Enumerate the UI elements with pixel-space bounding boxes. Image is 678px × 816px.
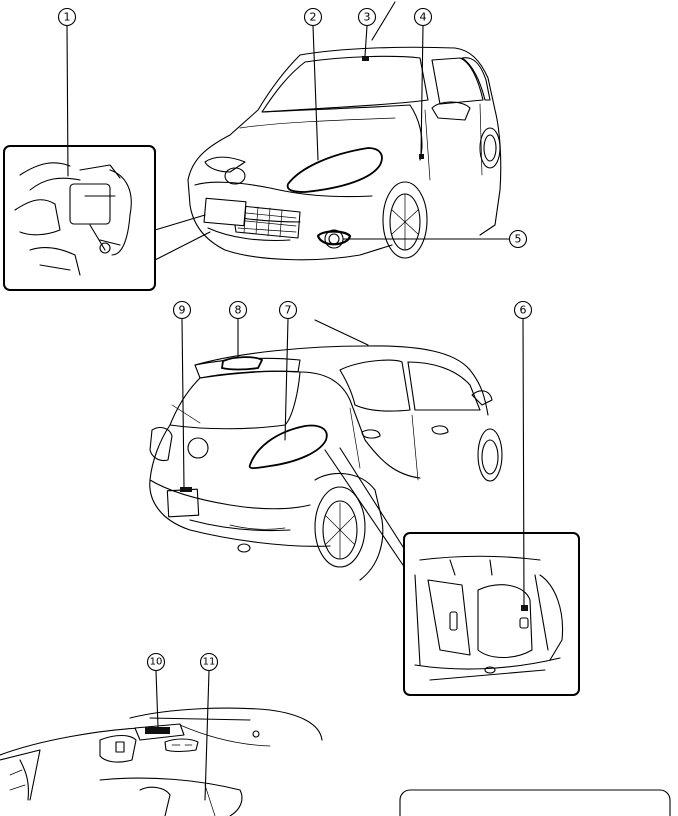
callout-label-1: 1 [64, 11, 71, 24]
callout-label-11: 11 [203, 657, 216, 668]
interior-ceiling-illustration [0, 707, 671, 816]
callout-label-10: 10 [150, 657, 163, 668]
callout-marker-1: 1 [57, 7, 77, 27]
rear-car-illustration [149, 319, 503, 581]
callout-marker-11: 11 [199, 652, 219, 672]
callout-marker-6: 6 [513, 300, 533, 320]
rear-leader-lines [181, 318, 525, 606]
callout-label-3: 3 [364, 11, 371, 24]
callout-marker-3: 3 [357, 7, 377, 27]
interior-leader-lines [155, 670, 210, 801]
front-car-illustration [187, 1, 502, 261]
callout-marker-8: 8 [228, 300, 248, 320]
callout-label-8: 8 [235, 304, 242, 317]
callout-marker-5: 5 [508, 229, 528, 249]
callout-label-7: 7 [285, 304, 292, 317]
front-engine-inset [3, 145, 211, 291]
callout-label-5: 5 [515, 233, 522, 246]
callout-marker-7: 7 [278, 300, 298, 320]
front-leader-lines [66, 25, 510, 240]
callout-marker-10: 10 [146, 652, 166, 672]
callout-label-4: 4 [420, 11, 427, 24]
cargo-area-inset [324, 447, 580, 696]
callout-marker-4: 4 [413, 7, 433, 27]
callout-marker-9: 9 [172, 300, 192, 320]
callout-label-9: 9 [179, 304, 186, 317]
callout-label-6: 6 [520, 304, 527, 317]
callout-marker-2: 2 [303, 7, 323, 27]
callout-label-2: 2 [310, 11, 317, 24]
